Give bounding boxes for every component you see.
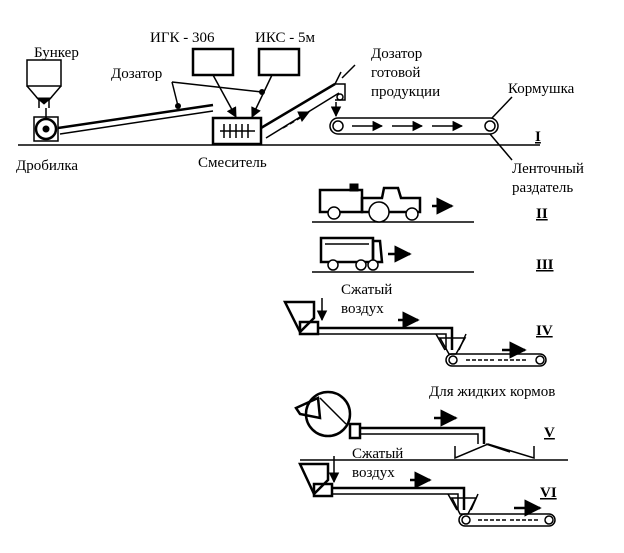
feeder-pointer	[491, 96, 513, 119]
label-feeder: Кормушка	[508, 81, 575, 97]
liquid-pump-hopper	[294, 396, 322, 420]
scheme-two	[312, 183, 474, 223]
scheme-one	[18, 47, 540, 161]
scheme-three	[312, 236, 474, 273]
label-igk-306: ИГК - 306	[150, 30, 215, 46]
dosator-pointer-2	[171, 81, 263, 93]
label-air-b-1: Сжатый	[352, 446, 403, 462]
numeral-3: III	[536, 257, 554, 273]
pneumatic-hopper-4	[282, 300, 316, 335]
belt-6	[458, 513, 556, 527]
label-product-dosator-1: Дозатор	[371, 46, 422, 62]
liquid-pipe	[360, 426, 486, 444]
product-flow-dashed	[282, 117, 301, 129]
igk-306-box	[191, 47, 235, 77]
belt-4	[445, 353, 547, 367]
iks-5m-box	[257, 47, 301, 77]
crusher-conveyor	[57, 103, 214, 130]
label-air-b-2: воздух	[352, 465, 395, 481]
numeral-2: II	[536, 206, 548, 222]
air-pipe-4	[318, 326, 454, 350]
crusher	[33, 108, 59, 142]
numeral-6: VI	[540, 485, 557, 501]
iks-feed-arrow	[251, 74, 273, 118]
label-air-a-2: воздух	[341, 301, 384, 317]
label-belt-2: раздатель	[512, 180, 573, 196]
label-product-dosator-2: готовой	[371, 65, 420, 81]
igk-feed-arrow	[212, 74, 237, 118]
dosator-pointer-1	[171, 81, 179, 107]
label-dosator: Дозатор	[111, 66, 162, 82]
product-conveyor	[260, 82, 336, 130]
belt-distributor	[329, 117, 499, 135]
tractor-rear-wheel	[368, 201, 390, 223]
mixer	[211, 116, 263, 146]
label-air-a-1: Сжатый	[341, 282, 392, 298]
numeral-1: I	[535, 129, 541, 145]
label-crusher: Дробилка	[16, 158, 78, 174]
scheme-four	[282, 298, 547, 367]
label-belt-1: Ленточный	[512, 161, 584, 177]
product-dosator-pointer	[341, 64, 356, 79]
product-dosator	[330, 64, 356, 118]
label-liquid: Для жидких кормов	[429, 384, 555, 400]
numeral-4: IV	[536, 323, 553, 339]
scheme-five	[294, 390, 568, 461]
scheme-six	[298, 456, 556, 527]
tractor-trailer	[318, 188, 364, 214]
label-product-dosator-3: продукции	[371, 84, 440, 100]
label-iks-5m: ИКС - 5м	[255, 30, 315, 46]
liquid-pump	[304, 390, 352, 438]
numeral-5: V	[544, 425, 555, 441]
label-bunker: Бункер	[34, 45, 79, 61]
truck-body	[319, 236, 375, 264]
bunker	[26, 59, 62, 108]
air-pipe-6	[332, 486, 466, 510]
belt-pointer	[489, 133, 513, 161]
pneumatic-hopper-6	[298, 462, 330, 497]
label-mixer: Смеситель	[198, 155, 267, 171]
